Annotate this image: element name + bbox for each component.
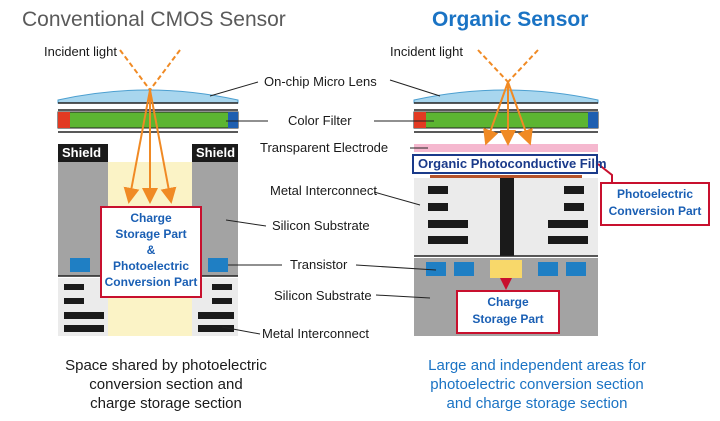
right-photoelectric-callout: Photoelectric Conversion Part [600, 182, 710, 226]
left-callout-line-3: & [146, 243, 156, 257]
left-metal-1 [64, 284, 84, 290]
left-callout-line-1: Charge [130, 211, 172, 225]
right-transparent-electrode [414, 144, 598, 152]
silicon-substrate-lower-label: Silicon Substrate [274, 288, 372, 303]
left-shield-right [192, 144, 238, 162]
left-metal-8 [198, 325, 234, 332]
left-caption-line-3: charge storage section [90, 395, 242, 412]
shield-left-label: Shield [62, 145, 102, 160]
right-charge-line-1: Charge [487, 295, 529, 309]
right-metal-8 [548, 236, 588, 244]
left-charge-photoelectric-callout: Charge Storage Part & Photoelectric Conv… [100, 206, 202, 298]
right-transistor-2 [454, 262, 474, 276]
leader-lines [209, 79, 441, 335]
incident-light-right-label: Incident light [390, 44, 463, 59]
right-color-filter [413, 111, 599, 129]
left-shield-left [58, 144, 108, 162]
right-metal-3 [428, 220, 468, 228]
left-callout-line-2: Storage Part [115, 227, 187, 241]
right-transistor-1 [426, 262, 446, 276]
left-color-filter [57, 111, 239, 129]
left-caption-line-2: conversion section and [89, 376, 243, 393]
right-micro-lens [413, 89, 599, 104]
organic-film-label: Organic Photoconductive Film [418, 156, 607, 171]
transparent-electrode-label: Transparent Electrode [260, 140, 389, 155]
organic-film-box: Organic Photoconductive Film [412, 154, 607, 174]
silicon-substrate-upper-label: Silicon Substrate [272, 218, 370, 233]
left-transistor-1 [70, 258, 90, 272]
left-metal-3 [64, 312, 104, 319]
right-caption-line-1: Large and independent areas for [428, 357, 646, 374]
incident-light-left-label: Incident light [44, 44, 117, 59]
right-caption-line-3: and charge storage section [446, 395, 628, 412]
left-callout-line-4: Photoelectric [112, 259, 190, 273]
right-via [500, 178, 514, 256]
left-transistor-2 [208, 258, 228, 272]
charge-connector [500, 278, 512, 290]
right-caption-line-2: photoelectric conversion section [430, 376, 644, 393]
right-metal-7 [548, 220, 588, 228]
organic-title: Organic Sensor [432, 8, 589, 31]
left-caption-line-1: Space shared by photoelectric [65, 357, 267, 374]
right-charge-storage [490, 260, 522, 278]
right-metal-6 [564, 203, 584, 211]
micro-lens-label: On-chip Micro Lens [264, 74, 377, 89]
left-metal-5 [212, 284, 232, 290]
color-filter-label: Color Filter [288, 113, 352, 128]
left-metal-6 [212, 298, 232, 304]
shield-right-label: Shield [196, 145, 236, 160]
right-transistor-3 [538, 262, 558, 276]
right-charge-storage-callout: Charge Storage Part [456, 290, 560, 334]
left-metal-7 [198, 312, 234, 319]
metal-interconnect-upper-label: Metal Interconnect [270, 183, 377, 198]
left-callout-line-5: Conversion Part [104, 275, 198, 289]
left-metal-2 [64, 298, 84, 304]
right-caption: Large and independent areas for photoele… [372, 356, 702, 413]
photoelectric-connector [597, 163, 613, 182]
left-metal-4 [64, 325, 104, 332]
right-metal-1 [428, 186, 448, 194]
right-transistor-4 [566, 262, 586, 276]
metal-interconnect-lower-label: Metal Interconnect [262, 326, 369, 341]
right-metal-2 [428, 203, 448, 211]
right-metal-4 [428, 236, 468, 244]
transistor-label: Transistor [290, 257, 348, 272]
right-charge-line-2: Storage Part [472, 312, 544, 326]
right-photoelectric-line-2: Conversion Part [608, 204, 702, 218]
conventional-title: Conventional CMOS Sensor [22, 8, 286, 31]
right-metal-5 [564, 186, 584, 194]
left-caption: Space shared by photoelectric conversion… [16, 356, 316, 413]
right-photoelectric-line-1: Photoelectric [616, 187, 694, 201]
